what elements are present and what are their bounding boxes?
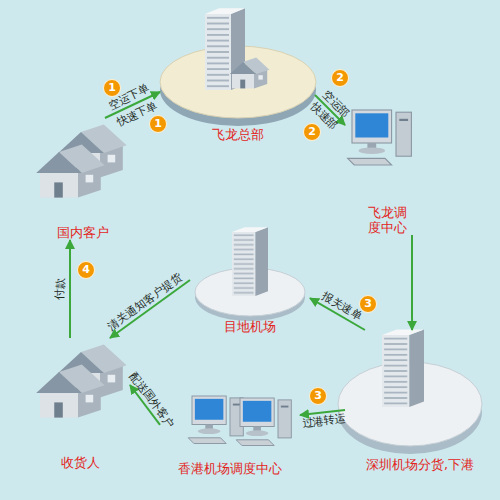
flow-arrow bbox=[69, 240, 71, 338]
flow-arrow bbox=[411, 235, 413, 330]
node-label: 深圳机场分货,下港 bbox=[366, 457, 474, 472]
node-label: 目地机场 bbox=[224, 319, 276, 334]
callout-number: 2 bbox=[303, 123, 321, 141]
flow-label: 付款 bbox=[53, 278, 66, 300]
client-node: 国内客户 bbox=[30, 118, 135, 240]
node-label: 飞龙调度中心 bbox=[366, 205, 410, 235]
hk-dispatch-computers bbox=[188, 396, 291, 446]
node-label: 香港机场调度中心 bbox=[178, 461, 282, 476]
node-label: 收货人 bbox=[61, 455, 100, 470]
airport-node: 目地机场 bbox=[190, 222, 310, 334]
callout-number: 1 bbox=[149, 115, 167, 133]
flow-label: 清关通知客户提货 bbox=[105, 271, 184, 333]
node-label: 国内客户 bbox=[57, 225, 109, 240]
flow-label: 报关速单 bbox=[320, 290, 365, 323]
node-label: 飞龙总部 bbox=[212, 127, 264, 142]
flow-label: 配送国外客户 bbox=[127, 369, 177, 430]
consignee-houses bbox=[36, 344, 126, 417]
client-houses bbox=[36, 124, 126, 197]
dispatch-computer bbox=[348, 110, 412, 165]
flow-label: 过港转运 bbox=[301, 412, 346, 430]
destination-airport bbox=[195, 227, 305, 321]
consignee-node: 收货人 bbox=[30, 338, 130, 470]
hq-platform bbox=[160, 8, 316, 126]
shenzhen-platform bbox=[338, 330, 482, 454]
callout-number: 4 bbox=[77, 261, 95, 279]
headquarters-node: 飞龙总部 bbox=[160, 5, 315, 142]
callout-number: 3 bbox=[309, 387, 327, 405]
dispatch-node: 香港机场调度中心 bbox=[160, 388, 300, 476]
airport-node: 深圳机场分货,下港 bbox=[345, 330, 495, 472]
dispatch-node: 飞龙调度中心 bbox=[345, 95, 430, 235]
callout-number: 2 bbox=[331, 69, 349, 87]
